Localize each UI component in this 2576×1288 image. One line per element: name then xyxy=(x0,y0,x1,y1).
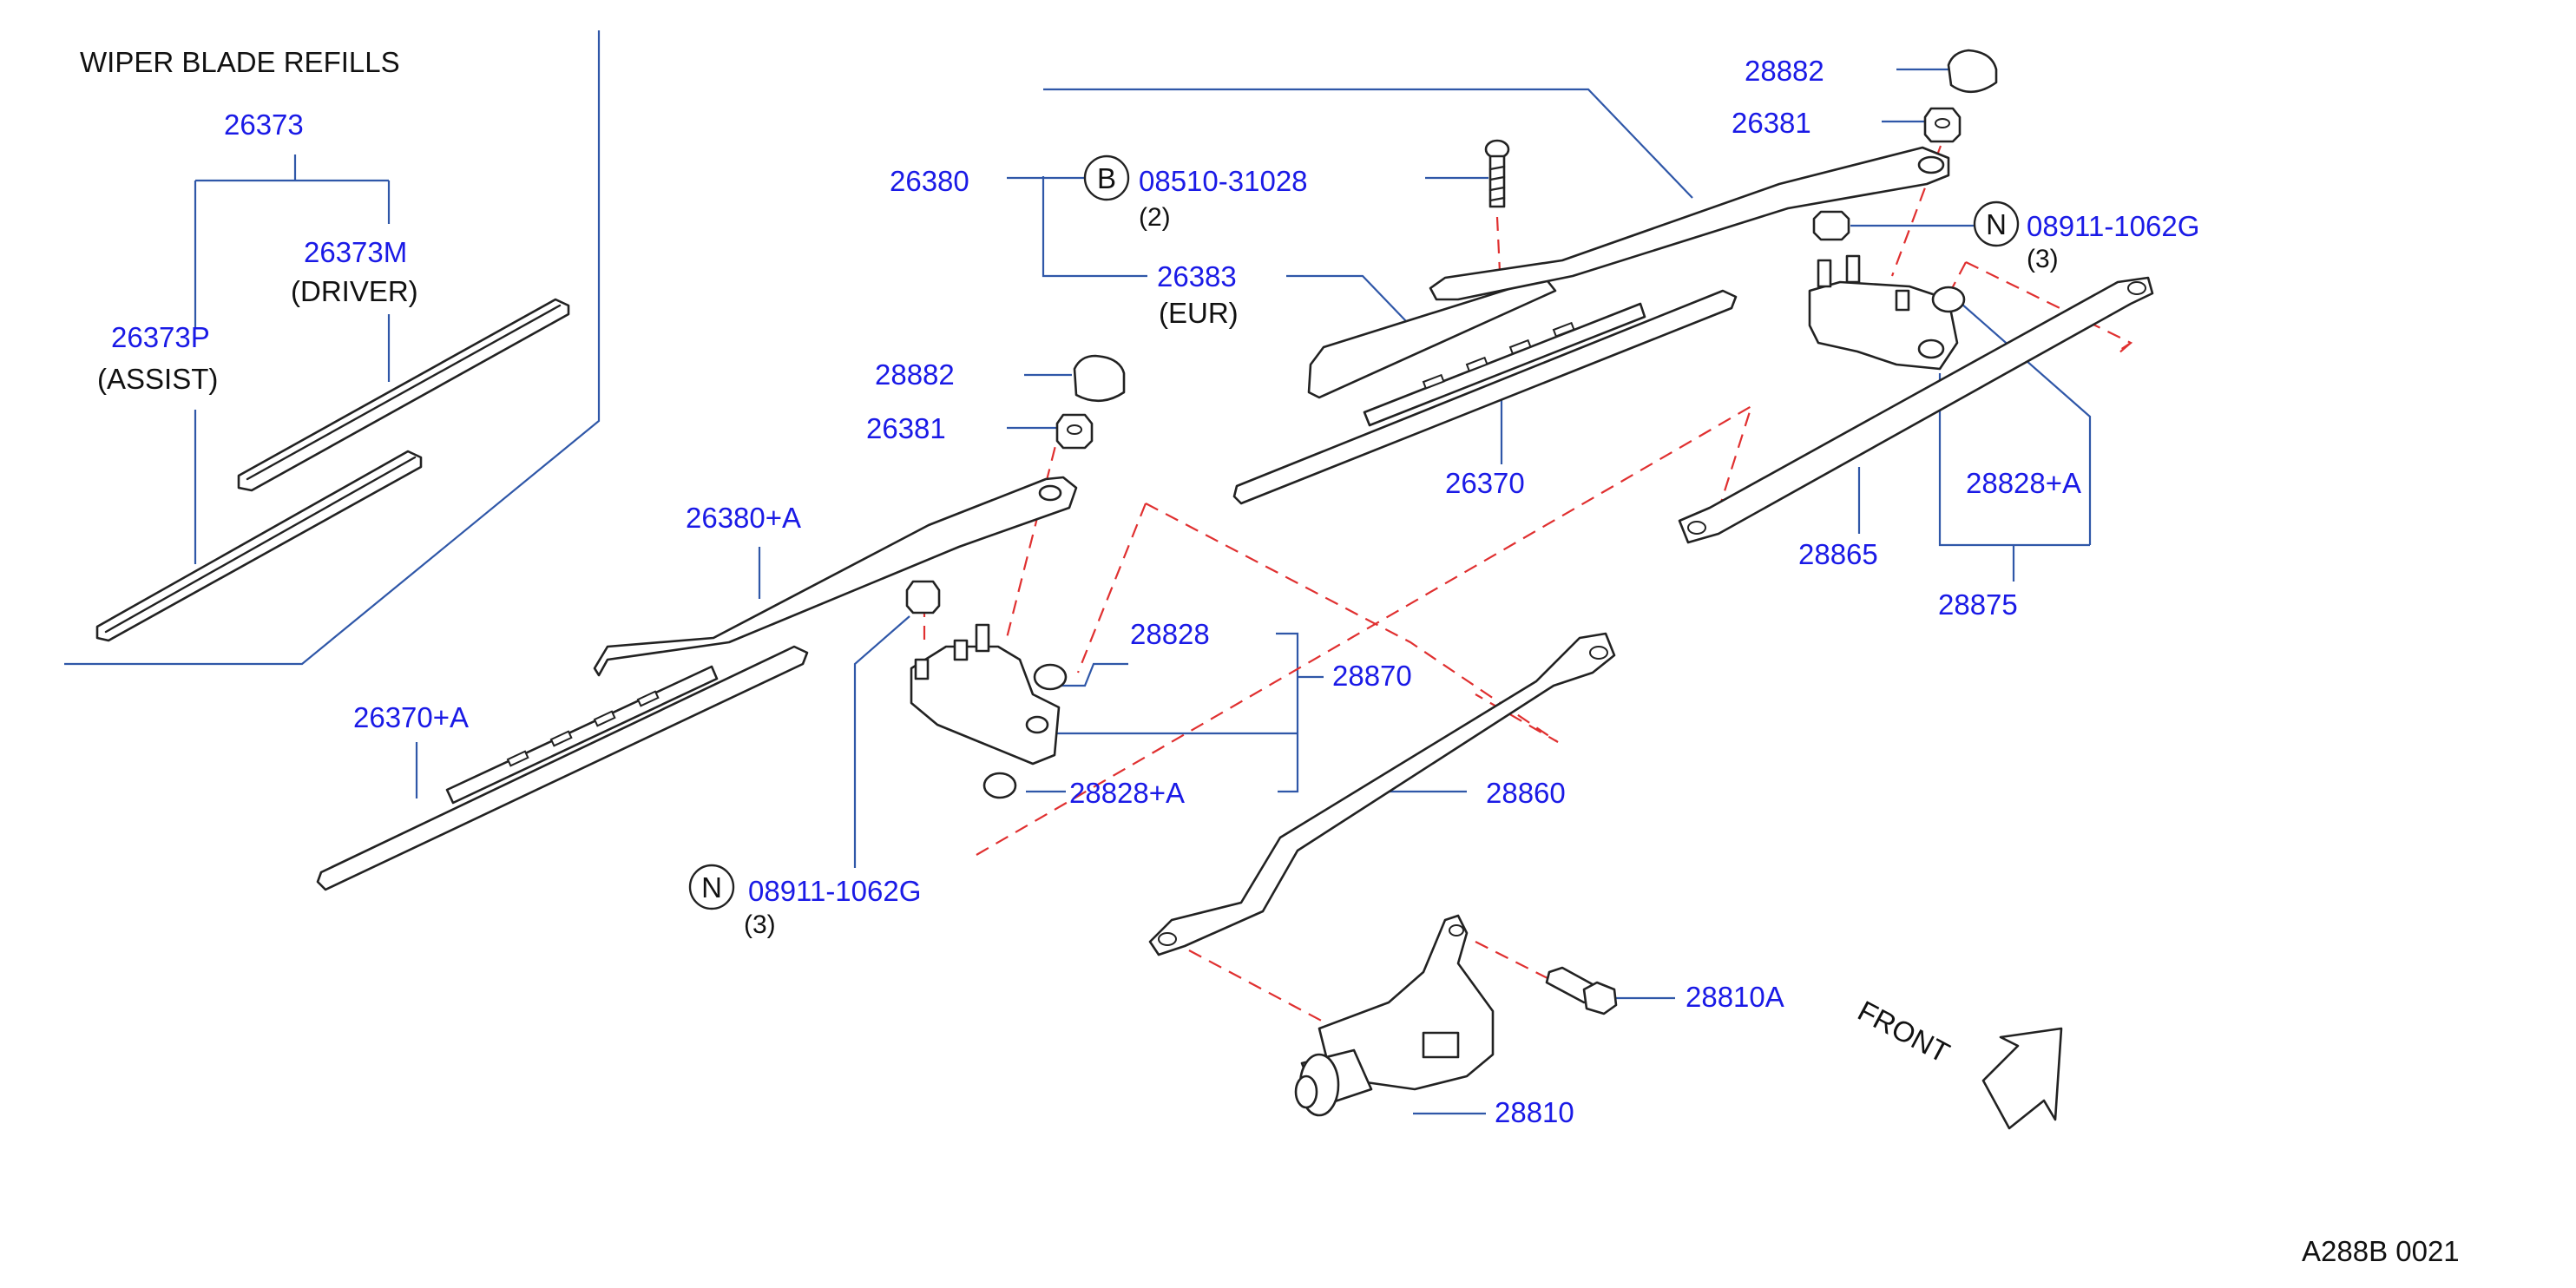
refill-assist-drawing xyxy=(95,450,423,642)
label-pivot-lower[interactable]: 28870 xyxy=(1332,660,1412,692)
label-spoiler[interactable]: 26383 xyxy=(1157,260,1237,292)
label-motor[interactable]: 28810 xyxy=(1495,1096,1574,1128)
label-nut-lower[interactable]: 26381 xyxy=(866,412,946,444)
bolt-drawing xyxy=(1484,139,1510,208)
lower-wiper-arm-drawing xyxy=(593,476,1078,677)
label-bushing-upper[interactable]: 28828+A xyxy=(1966,467,2081,499)
lower-bushing-drawing xyxy=(1033,663,1068,691)
label-bolt-qty: (2) xyxy=(1139,203,1171,232)
label-motor-bolt[interactable]: 28810A xyxy=(1686,981,1784,1013)
lower-n-symbol-circle: N xyxy=(688,864,735,910)
label-front: FRONT xyxy=(1853,995,1955,1069)
label-bushing-lower-a[interactable]: 28828+A xyxy=(1069,777,1185,809)
label-nut-n-lower[interactable]: 08911-1062G xyxy=(748,875,921,907)
label-refill-driver-note: (DRIVER) xyxy=(291,275,418,307)
label-spoiler-note: (EUR) xyxy=(1159,297,1239,329)
wiper-motor-drawing xyxy=(1294,914,1495,1117)
lower-n-nut-drawing xyxy=(905,580,941,614)
label-pivot-upper[interactable]: 28875 xyxy=(1938,588,2018,621)
label-arm-upper[interactable]: 26380 xyxy=(890,165,969,197)
lower-bushing-a-drawing xyxy=(982,772,1017,799)
lower-cap-drawing xyxy=(1073,354,1126,403)
lower-pivot-drawing xyxy=(910,623,1061,766)
upper-n-nut-drawing xyxy=(1812,210,1850,241)
upper-pivot-drawing xyxy=(1808,254,1959,371)
refills-box-border xyxy=(64,30,601,666)
label-arm-lower[interactable]: 26380+A xyxy=(686,502,801,534)
upper-cap-drawing xyxy=(1947,49,1998,94)
label-cap-lower[interactable]: 28882 xyxy=(875,358,955,391)
lower-nut-drawing xyxy=(1055,413,1094,450)
label-refill-assist[interactable]: 26373P xyxy=(111,321,210,353)
lower-link-drawing xyxy=(1148,632,1616,956)
label-refill-set[interactable]: 26373 xyxy=(224,108,304,141)
label-refill-driver[interactable]: 26373M xyxy=(304,236,407,268)
upper-n-symbol-circle: N xyxy=(1973,200,2020,247)
label-nut-n-upper-qty: (3) xyxy=(2027,245,2059,273)
diagram-title: WIPER BLADE REFILLS xyxy=(80,46,400,78)
label-blade-lower[interactable]: 26370+A xyxy=(353,701,469,733)
upper-link-drawing xyxy=(1678,276,2154,544)
refill-driver-drawing xyxy=(237,298,570,492)
upper-wiper-arm-drawing xyxy=(1429,146,1950,301)
label-nut-n-upper[interactable]: 08911-1062G xyxy=(2027,210,2199,242)
upper-bushing-drawing xyxy=(1931,286,1966,313)
label-blade-upper[interactable]: 26370 xyxy=(1445,467,1525,499)
lower-wiper-blade-drawing xyxy=(316,645,809,891)
bolt-symbol: B xyxy=(1097,162,1116,194)
bolt-symbol-circle: B xyxy=(1083,154,1130,201)
label-nut-upper[interactable]: 26381 xyxy=(1732,107,1811,139)
label-link-upper[interactable]: 28865 xyxy=(1798,538,1878,570)
leader-lines xyxy=(194,68,2092,1115)
label-link-lower[interactable]: 28860 xyxy=(1486,777,1566,809)
label-bolt[interactable]: 08510-31028 xyxy=(1139,165,1308,197)
label-cap-upper[interactable]: 28882 xyxy=(1745,55,1824,87)
lower-n-symbol: N xyxy=(701,871,722,904)
label-refill-assist-note: (ASSIST) xyxy=(97,363,218,395)
upper-wiper-blade-drawing xyxy=(1232,289,1738,505)
spoiler-drawing xyxy=(1307,276,1557,399)
diagram-code: A288B 0021 xyxy=(2302,1235,2460,1267)
front-arrow-icon xyxy=(1981,1027,2063,1130)
label-nut-n-lower-qty: (3) xyxy=(744,910,776,939)
upper-nut-drawing xyxy=(1923,107,1962,143)
motor-bolt-drawing xyxy=(1545,966,1618,1015)
upper-n-symbol: N xyxy=(1986,208,2007,240)
label-bushing-lower[interactable]: 28828 xyxy=(1130,618,1210,650)
